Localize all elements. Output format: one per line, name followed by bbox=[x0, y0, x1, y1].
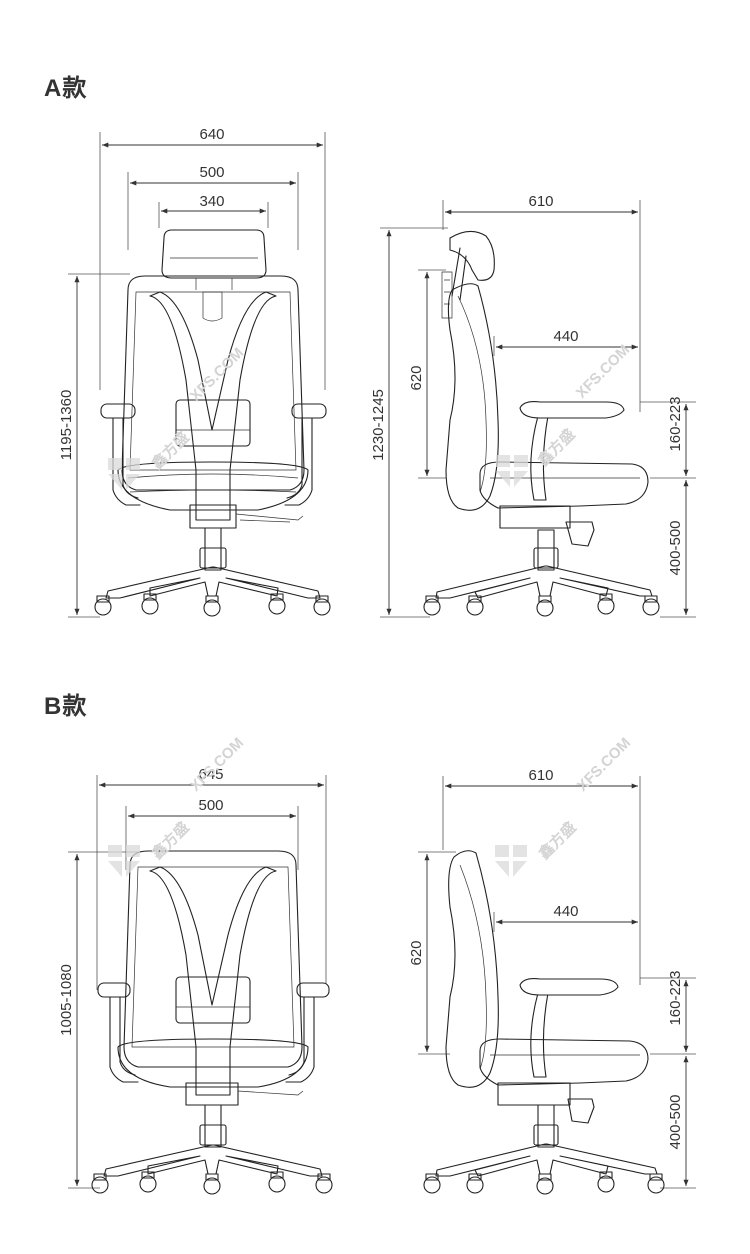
b-back-height-label: 620 bbox=[408, 940, 425, 965]
a-width-headrest-label: 340 bbox=[199, 193, 224, 210]
a-back-height-label: 620 bbox=[408, 365, 425, 390]
b-depth-total-label: 610 bbox=[528, 767, 553, 784]
b-width-seat-label: 500 bbox=[198, 797, 223, 814]
a-side-dimensions: 610 440 1230-1245 620 160-223 400-500 bbox=[370, 193, 696, 618]
b-seat-height-label: 400-500 bbox=[667, 1094, 684, 1149]
b-side-dimensions: 610 440 620 160-223 400-500 bbox=[408, 767, 696, 1189]
a-front-dimensions: 640 500 340 1195-1360 bbox=[58, 126, 326, 618]
a-depth-total-label: 610 bbox=[528, 193, 553, 210]
a-front-chair bbox=[94, 229, 331, 617]
b-watermark-front-site: XFS.COM bbox=[187, 734, 247, 794]
a-seat-height-label: 400-500 bbox=[667, 520, 684, 575]
b-depth-seat-label: 440 bbox=[553, 903, 578, 920]
b-watermark-side: 鑫方盛 XFS.COM bbox=[495, 734, 634, 877]
a-armrest-height-label: 160-223 bbox=[667, 396, 684, 451]
b-side-chair bbox=[423, 850, 665, 1195]
a-side-chair bbox=[423, 230, 660, 617]
b-width-total-label: 645 bbox=[198, 766, 223, 783]
a-width-total-label: 640 bbox=[199, 126, 224, 143]
b-watermark-front-brand: 鑫方盛 bbox=[147, 818, 192, 863]
a-watermark-front-brand: 鑫方盛 bbox=[147, 428, 192, 473]
b-front-chair bbox=[91, 850, 333, 1195]
a-depth-seat-label: 440 bbox=[553, 328, 578, 345]
a-watermark-side-site: XFS.COM bbox=[573, 341, 633, 401]
b-front-dimensions: 645 500 1005-1080 bbox=[58, 766, 327, 1189]
b-watermark-side-brand: 鑫方盛 bbox=[534, 818, 579, 863]
section-a-title: A款 bbox=[44, 75, 88, 102]
a-front-height-label: 1195-1360 bbox=[58, 390, 75, 461]
section-b-title: B款 bbox=[44, 693, 88, 720]
b-front-height-label: 1005-1080 bbox=[58, 964, 75, 1036]
a-watermark-side-brand: 鑫方盛 bbox=[533, 425, 578, 470]
a-width-seat-label: 500 bbox=[199, 164, 224, 181]
b-watermark-front: 鑫方盛 XFS.COM bbox=[108, 734, 247, 877]
a-side-height-label: 1230-1245 bbox=[370, 389, 387, 461]
b-armrest-height-label: 160-223 bbox=[667, 970, 684, 1025]
